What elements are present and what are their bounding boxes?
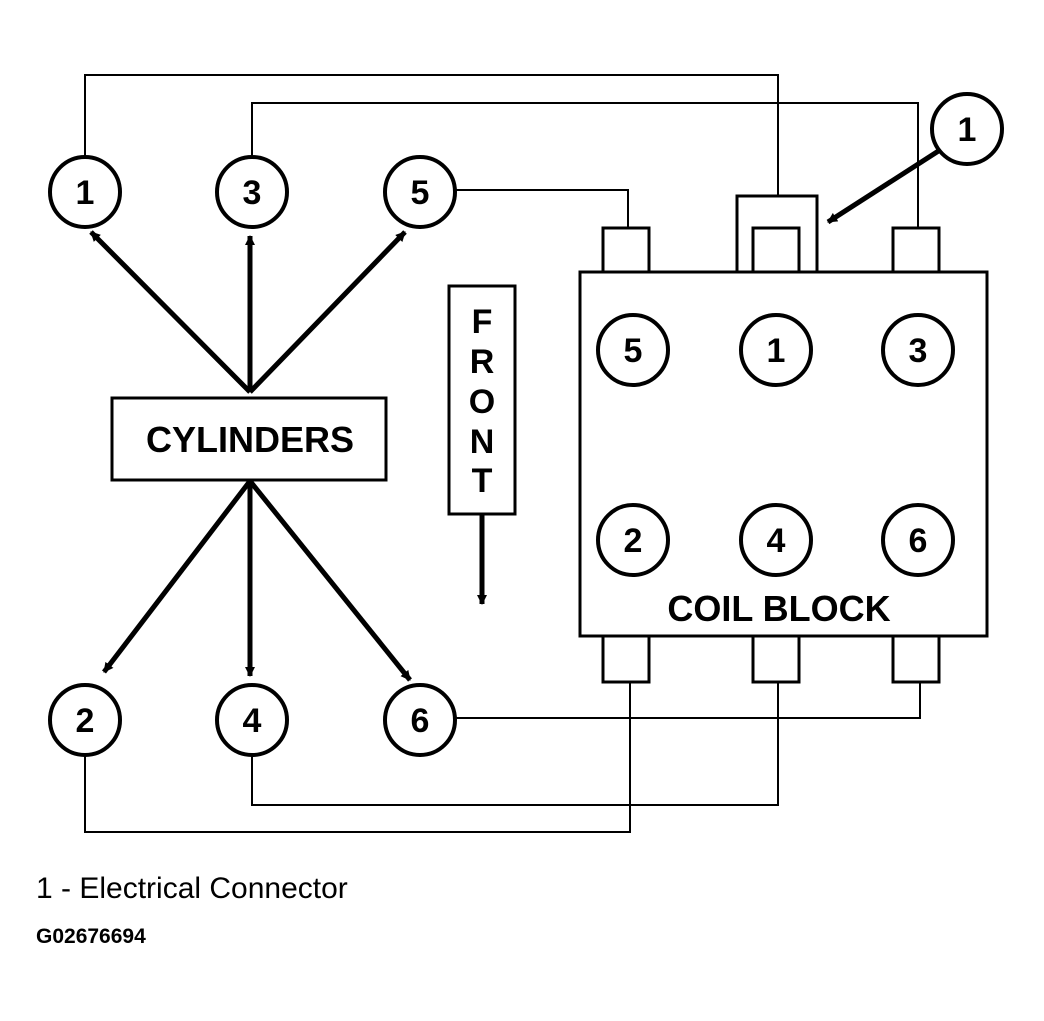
coil-label-bottom-3: 6 <box>909 522 928 560</box>
coil-circle-bottom-2 <box>739 503 813 577</box>
cylinders-box <box>110 396 388 482</box>
coil-circle-top-3 <box>881 313 955 387</box>
cylinder-circle-top-2 <box>215 155 289 229</box>
coil-circle-bottom-3 <box>881 503 955 577</box>
wire-cyl4-to-coil4 <box>251 683 779 806</box>
front-letter-t: T <box>472 462 493 500</box>
cylinder-circle-top-3 <box>383 155 457 229</box>
coil-label-bottom-2: 4 <box>767 522 786 560</box>
cylinder-label-top-1: 1 <box>76 174 95 212</box>
front-box <box>447 284 517 516</box>
front-letter-r: R <box>470 343 495 381</box>
coil-terminal-top-3 <box>891 226 941 274</box>
arrow-to-cyl-top-3 <box>248 230 407 394</box>
coil-terminal-bottom-4 <box>751 634 801 684</box>
cylinder-circle-bottom-2 <box>215 683 289 757</box>
arrow-to-cyl-bottom-1 <box>102 479 252 674</box>
coil-terminal-top-1 <box>751 226 801 274</box>
callout-label: 1 <box>958 111 977 149</box>
callout-leader-arrow <box>826 147 942 225</box>
coil-label-top-1: 5 <box>624 332 643 370</box>
cylinder-arrows <box>89 230 412 682</box>
coil-circle-bottom-1 <box>596 503 670 577</box>
coil-circle-top-1 <box>596 313 670 387</box>
cylinder-label-bottom-2: 4 <box>243 702 262 740</box>
front-letter-o: O <box>469 383 495 421</box>
coil-circle-top-2 <box>739 313 813 387</box>
coil-terminal-bottom-2 <box>601 634 651 684</box>
figure-id: G02676694 <box>36 925 146 948</box>
legend-caption: 1 - Electrical Connector <box>36 872 348 905</box>
front-letter-n: N <box>470 423 495 461</box>
cylinder-label-top-2: 3 <box>243 174 262 212</box>
cylinder-circles <box>48 155 457 757</box>
cylinder-circle-bottom-1 <box>48 683 122 757</box>
arrow-to-cyl-top-1 <box>89 230 252 394</box>
coil-terminals <box>601 194 941 684</box>
coil-label-top-2: 1 <box>767 332 786 370</box>
callout-circle <box>930 92 1004 166</box>
coil-block-circles <box>596 313 955 577</box>
front-letter-f: F <box>472 303 493 341</box>
wire-cyl2-to-coil2 <box>84 683 631 833</box>
coil-label-bottom-1: 2 <box>624 522 643 560</box>
cylinder-label-bottom-3: 6 <box>411 702 430 740</box>
cylinder-circle-bottom-3 <box>383 683 457 757</box>
coil-terminal-top-5 <box>601 226 651 274</box>
wiring <box>84 74 921 833</box>
wire-cyl5-to-coil5 <box>455 189 629 230</box>
coil-block-label: COIL BLOCK <box>667 588 890 629</box>
cylinder-circle-top-1 <box>48 155 122 229</box>
coil-terminal-bottom-6 <box>891 634 941 684</box>
cylinders-label: CYLINDERS <box>146 419 354 460</box>
cylinder-label-top-3: 5 <box>411 174 430 212</box>
coil-label-top-3: 3 <box>909 332 928 370</box>
wire-cyl1-to-coil1 <box>84 74 779 230</box>
wire-cyl6-to-coil6 <box>455 683 921 719</box>
cylinder-label-bottom-1: 2 <box>76 702 95 740</box>
arrow-to-cyl-bottom-3 <box>248 479 412 682</box>
